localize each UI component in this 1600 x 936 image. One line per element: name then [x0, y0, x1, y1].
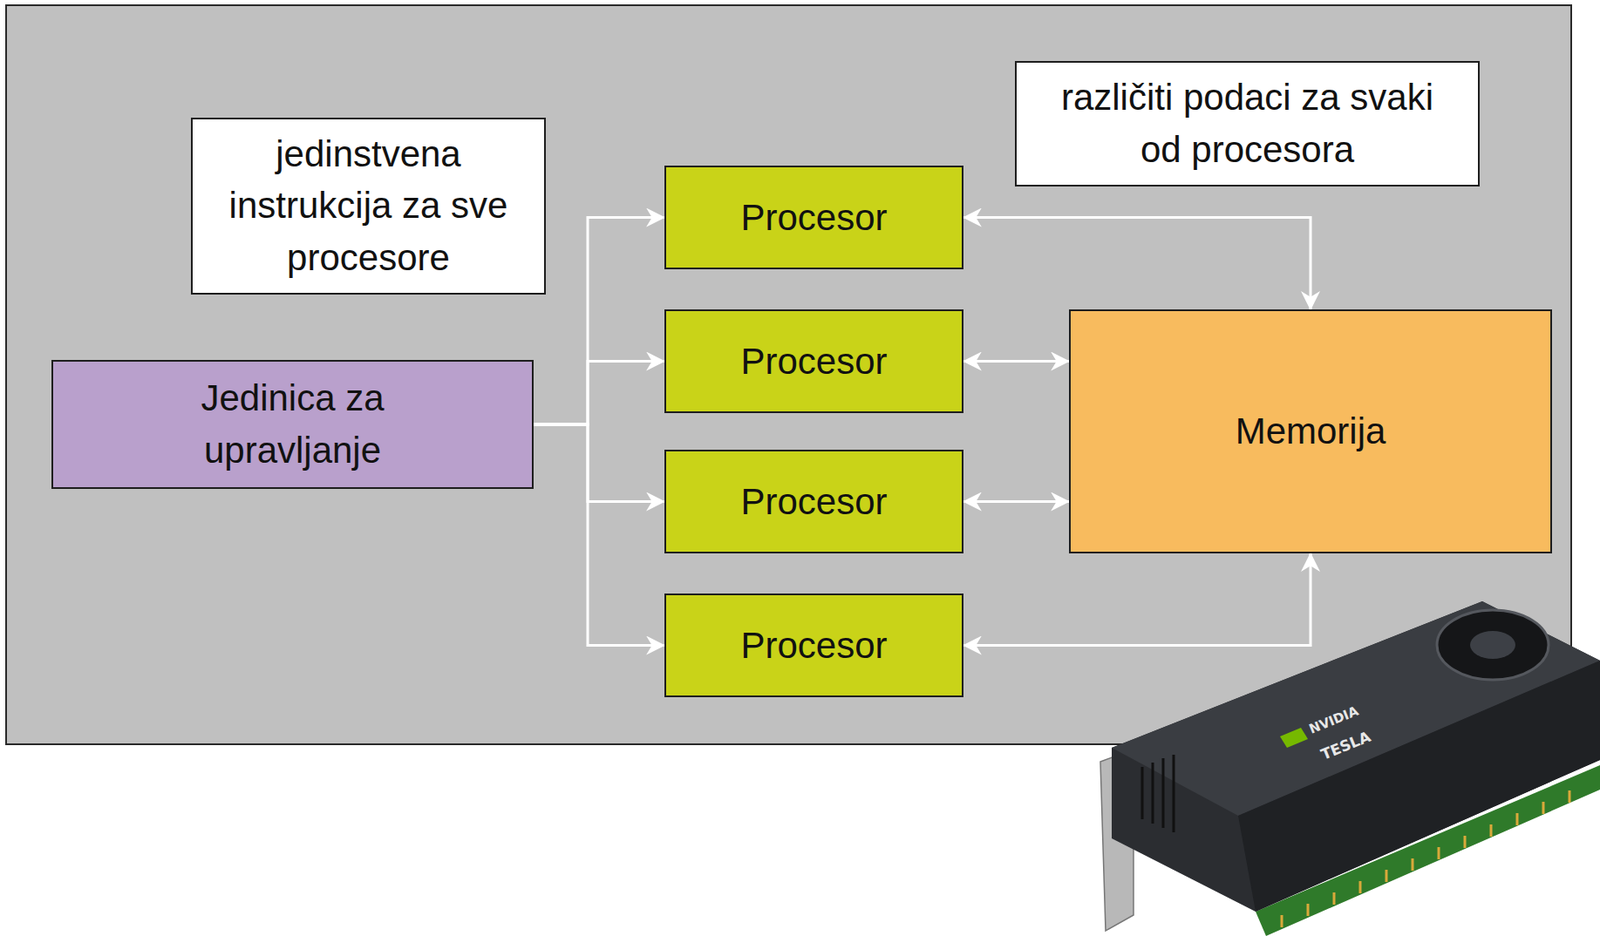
card-side: [1238, 660, 1600, 913]
connector-arrow: [533, 424, 665, 647]
nvidia-logo: [1280, 728, 1308, 749]
card-fan: [1436, 610, 1549, 681]
box-text: Procesor: [740, 619, 887, 673]
box-text: različiti podaci za svaki od procesora: [1042, 71, 1453, 176]
connector-arrow: [533, 217, 665, 426]
box-text: Jedinica za upravljanje: [162, 372, 424, 477]
box-text: jedinstvena instrukcija za sve procesore: [220, 128, 518, 285]
card-vents: [1142, 755, 1174, 833]
processor-box: Procesor: [664, 449, 964, 554]
box-text: Procesor: [740, 335, 887, 389]
connector-arrow: [963, 500, 1069, 504]
connector-arrow: [963, 360, 1069, 363]
memory-box: Memorija: [1068, 309, 1553, 554]
processor-box: Procesor: [664, 309, 964, 414]
box-text: Procesor: [740, 191, 887, 245]
card-body: [1111, 601, 1600, 913]
connector-arrow: [533, 361, 665, 426]
processor-box: Procesor: [664, 165, 964, 270]
fan-hub: [1470, 631, 1516, 660]
processor-box: Procesor: [664, 593, 964, 698]
control-unit-box: Jedinica za upravljanje: [51, 360, 534, 490]
panel-ground: [6, 5, 1572, 745]
box-text: Procesor: [740, 476, 887, 529]
brand-label: TESLA: [1318, 728, 1374, 764]
note-box: jedinstvena instrukcija za sve procesore: [190, 117, 546, 295]
note-box: različiti podaci za svaki od procesora: [1014, 61, 1480, 187]
box-text: Memorija: [1235, 405, 1387, 458]
brand-label: NVIDIA: [1307, 703, 1362, 738]
connector-arrow: [963, 553, 1311, 647]
connector-arrow: [533, 424, 665, 503]
connector-arrow: [963, 217, 1311, 311]
